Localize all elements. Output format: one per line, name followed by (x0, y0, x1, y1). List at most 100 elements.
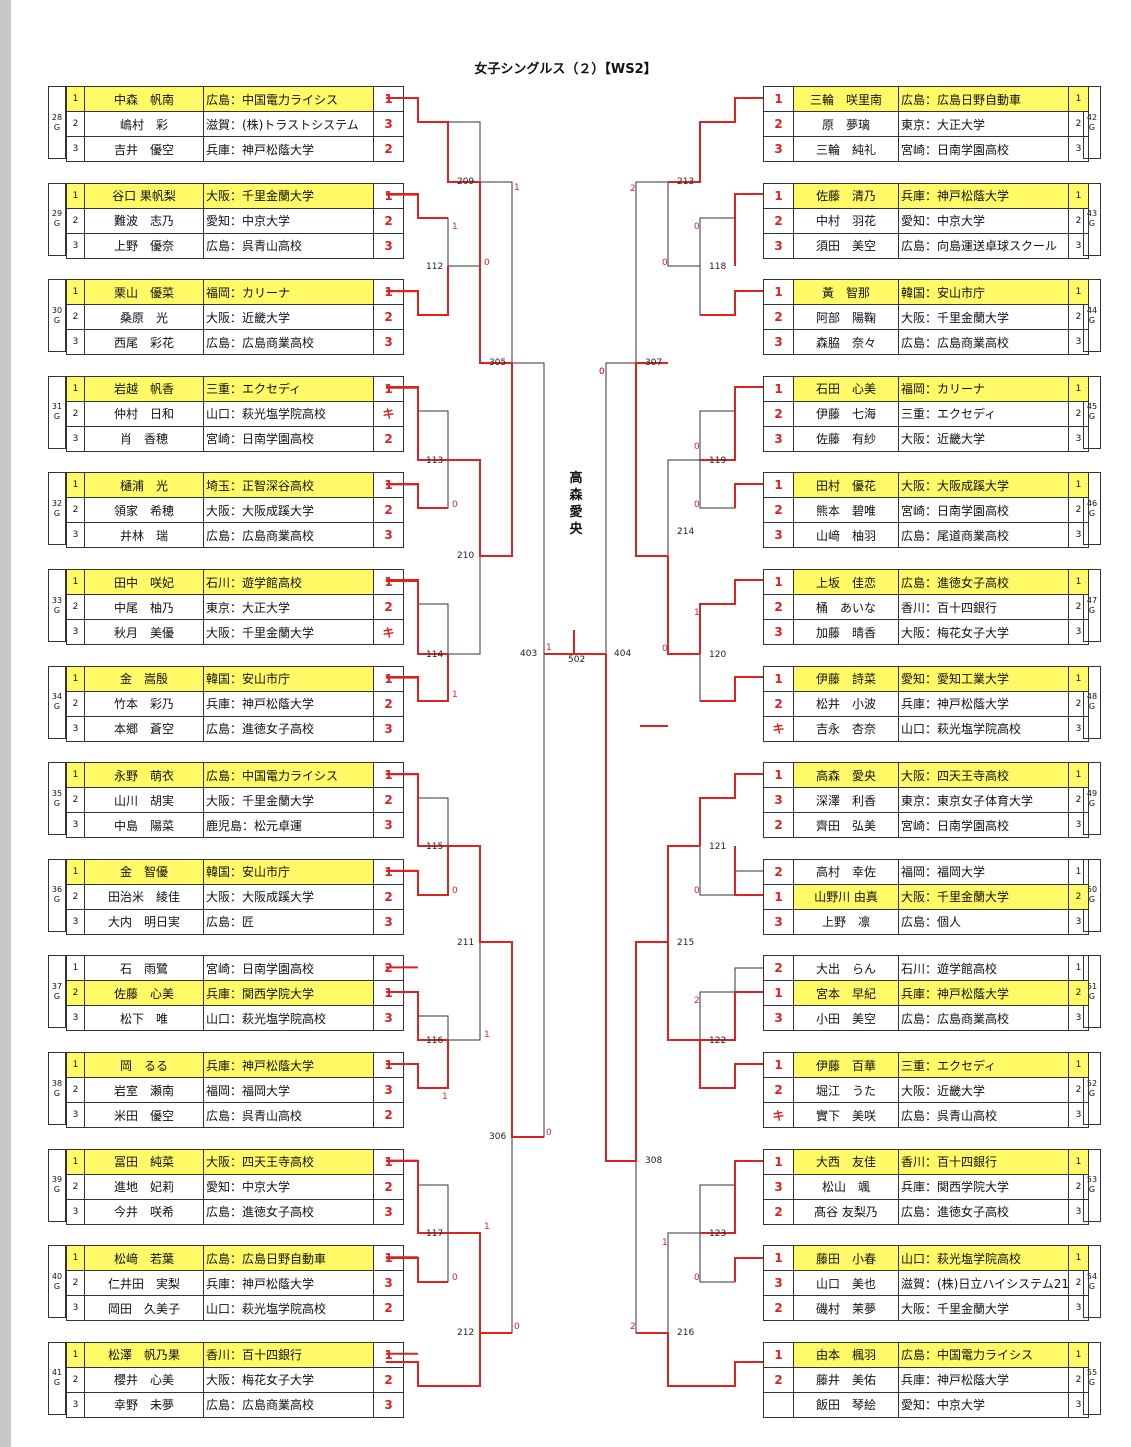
match-score: 0 (546, 1128, 552, 1138)
bracket-line-win (386, 1040, 449, 1089)
rank: 1 (1068, 762, 1089, 789)
affiliation: 山口：萩光塩学院高校 (203, 1295, 374, 1322)
bracket-line-win (700, 676, 763, 702)
result: 3 (373, 522, 404, 549)
affiliation: 大阪：梅花女子大学 (203, 1366, 374, 1393)
result: 1 (763, 1341, 794, 1368)
affiliation: 兵庫：神戸松蔭大学 (898, 1366, 1069, 1393)
player-name: 秋月 美優 (84, 619, 204, 645)
match-score: 0 (694, 1273, 700, 1283)
rank: 1 (1068, 1148, 1089, 1175)
affiliation: 広島：広島商業高校 (203, 522, 374, 549)
affiliation: 香川：百十四銀行 (898, 594, 1069, 620)
bracket-line-win (699, 773, 763, 846)
match-number: 306 (489, 1132, 507, 1142)
rank: 3 (1068, 232, 1089, 259)
affiliation: 広島：広島商業高校 (898, 329, 1069, 356)
result: 2 (373, 787, 404, 814)
match-number: 305 (489, 358, 507, 368)
bracket-line-win (386, 846, 449, 896)
rank: 3 (1068, 425, 1089, 452)
match-score: 1 (484, 1030, 490, 1040)
group-suffix: G (53, 1281, 61, 1291)
group-id: 52 (1086, 1078, 1098, 1088)
scrollbar[interactable] (0, 0, 11, 1447)
bracket-line-win (386, 266, 449, 316)
bracket-line-win (699, 579, 763, 654)
group-id: 47 (1086, 595, 1098, 605)
bracket-line-win (734, 846, 763, 896)
bracket-line (635, 941, 668, 1161)
affiliation: 愛知：中京大学 (898, 1391, 1069, 1418)
result: 3 (763, 787, 794, 814)
match-score: 2 (694, 996, 700, 1006)
bracket-line (699, 193, 763, 266)
result: 1 (763, 472, 794, 499)
group-id: 41 (51, 1368, 63, 1378)
group-suffix: G (53, 508, 61, 518)
group-id: 38 (51, 1078, 63, 1088)
bracket-line (667, 182, 700, 267)
player-name: 原 夢璃 (793, 111, 899, 137)
result: 3 (763, 425, 794, 452)
bracket-line-win (667, 556, 700, 655)
player-name: 田中 咲妃 (84, 569, 204, 595)
affiliation: 東京：大正大学 (898, 111, 1069, 137)
rank: 1 (66, 858, 85, 885)
bracket-line (480, 363, 513, 557)
match-score: 0 (662, 258, 668, 268)
match-number: 215 (677, 938, 695, 948)
rank: 1 (66, 1052, 85, 1078)
group-id: 36 (51, 885, 63, 895)
page-title: 女子シングルス（２）【WS2】 (474, 62, 657, 77)
affiliation: 広島：尾道商業高校 (898, 522, 1069, 549)
match-score: 2 (630, 184, 636, 194)
group-suffix: G (1088, 412, 1096, 422)
match-score: 1 (514, 183, 520, 193)
player-name: 山﨑 柚羽 (793, 522, 899, 549)
match-score: 1 (452, 690, 458, 700)
player-name: 西尾 彩花 (84, 329, 204, 356)
bracket-line (699, 386, 763, 460)
group-suffix: G (1088, 895, 1096, 905)
player-name: 今井 咲希 (84, 1198, 204, 1225)
rank: 3 (1068, 1198, 1089, 1225)
bracket-line (635, 181, 668, 363)
match-number: 117 (426, 1229, 444, 1239)
bracket-line (448, 556, 481, 655)
bracket-line (667, 556, 700, 655)
group-id: 42 (1086, 112, 1098, 122)
group-id: 51 (1086, 981, 1098, 991)
group-id: 29 (51, 209, 63, 219)
affiliation: 三重：エクセディ (203, 375, 374, 402)
affiliation: 石川：遊学館高校 (203, 569, 374, 595)
affiliation: 広島：呉青山高校 (203, 232, 374, 259)
bracket-line (667, 942, 700, 1041)
bracket-line-win (386, 654, 449, 702)
bracket-line-win (386, 1257, 448, 1283)
match-score: 0 (694, 222, 700, 232)
result: 2 (763, 1366, 794, 1393)
result: 3 (373, 1391, 404, 1418)
rank: 3 (1068, 1005, 1089, 1032)
bracket-line-win (734, 483, 763, 508)
